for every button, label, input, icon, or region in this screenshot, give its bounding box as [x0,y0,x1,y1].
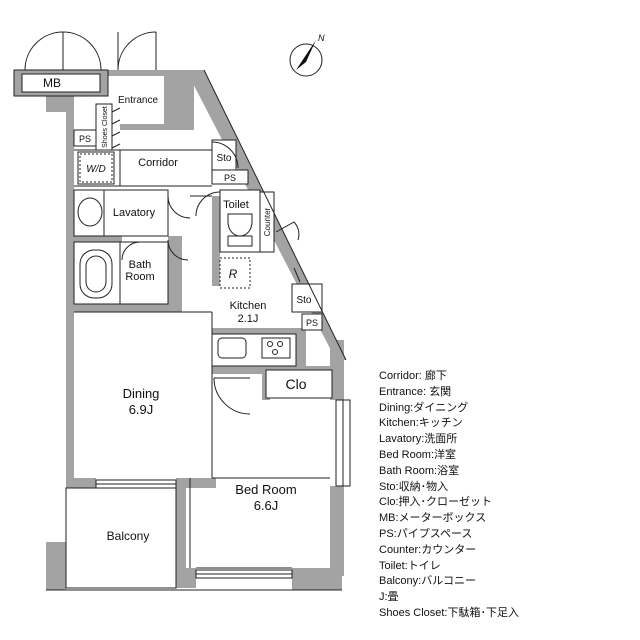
room-labels: MB Entrance PS Shoes Closet Corridor Sto… [43,76,318,543]
label-kitchen-size: 2.1J [238,313,259,325]
label-lavatory: Lavatory [113,207,156,219]
label-shoes-closet: Shoes Closet [102,106,109,148]
label-clo: Clo [285,376,306,392]
label-mb: MB [43,76,61,90]
legend-item: Entrance: 玄関 [379,385,452,398]
label-corridor: Corridor [138,157,178,169]
label-ps-upper: PS [224,173,236,183]
legend-item: Shoes Closet:下駄箱･下足入 [379,606,519,619]
label-ps-lower: PS [306,318,318,328]
label-sto-upper: Sto [216,153,231,164]
label-wd: W/D [86,164,105,175]
label-dining: Dining [123,386,160,401]
legend: Corridor: 廊下 Entrance: 玄関 Dining:ダイニング K… [379,369,519,622]
legend-item: Corridor: 廊下 [379,370,447,382]
legend-item: Sto:収納･物入 [379,480,449,493]
label-balcony: Balcony [107,529,150,543]
legend-item: Bath Room:浴室 [379,464,460,477]
label-toilet: Toilet [223,199,249,211]
label-bedroom: Bed Room [235,482,296,497]
legend-item: J:畳 [379,591,399,604]
label-dining-size: 6.9J [129,402,154,417]
label-refrigerator: R [229,267,238,281]
label-bedroom-size: 6.6J [254,498,279,513]
legend-item: Counter:カウンター [379,543,477,556]
north-arrow-icon [296,40,316,70]
label-sto-lower: Sto [296,295,311,306]
compass: N [289,33,325,77]
walls [14,70,346,590]
legend-item: Clo:押入･クローゼット [379,496,493,509]
compass-ring [289,43,323,77]
legend-item: Dining:ダイニング [379,401,469,414]
compass-label: N [318,33,325,43]
interior-lines [13,31,351,591]
label-counter: Counter [263,207,272,236]
label-entrance: Entrance [118,95,158,106]
legend-item: MB:メーターボックス [379,512,487,525]
legend-item: Balcony:バルコニー [379,575,476,588]
label-ps-entrance: PS [79,134,91,144]
label-room: Room [125,271,154,283]
label-bath: Bath [129,259,152,271]
legend-item: Lavatory:洗面所 [379,433,458,446]
label-kitchen: Kitchen [230,300,267,312]
legend-item: Kitchen:キッチン [379,417,463,430]
legend-item: Toilet:トイレ [379,559,441,572]
legend-item: PS:パイプスペース [379,527,473,540]
legend-item: Bed Room:洋室 [379,448,457,461]
